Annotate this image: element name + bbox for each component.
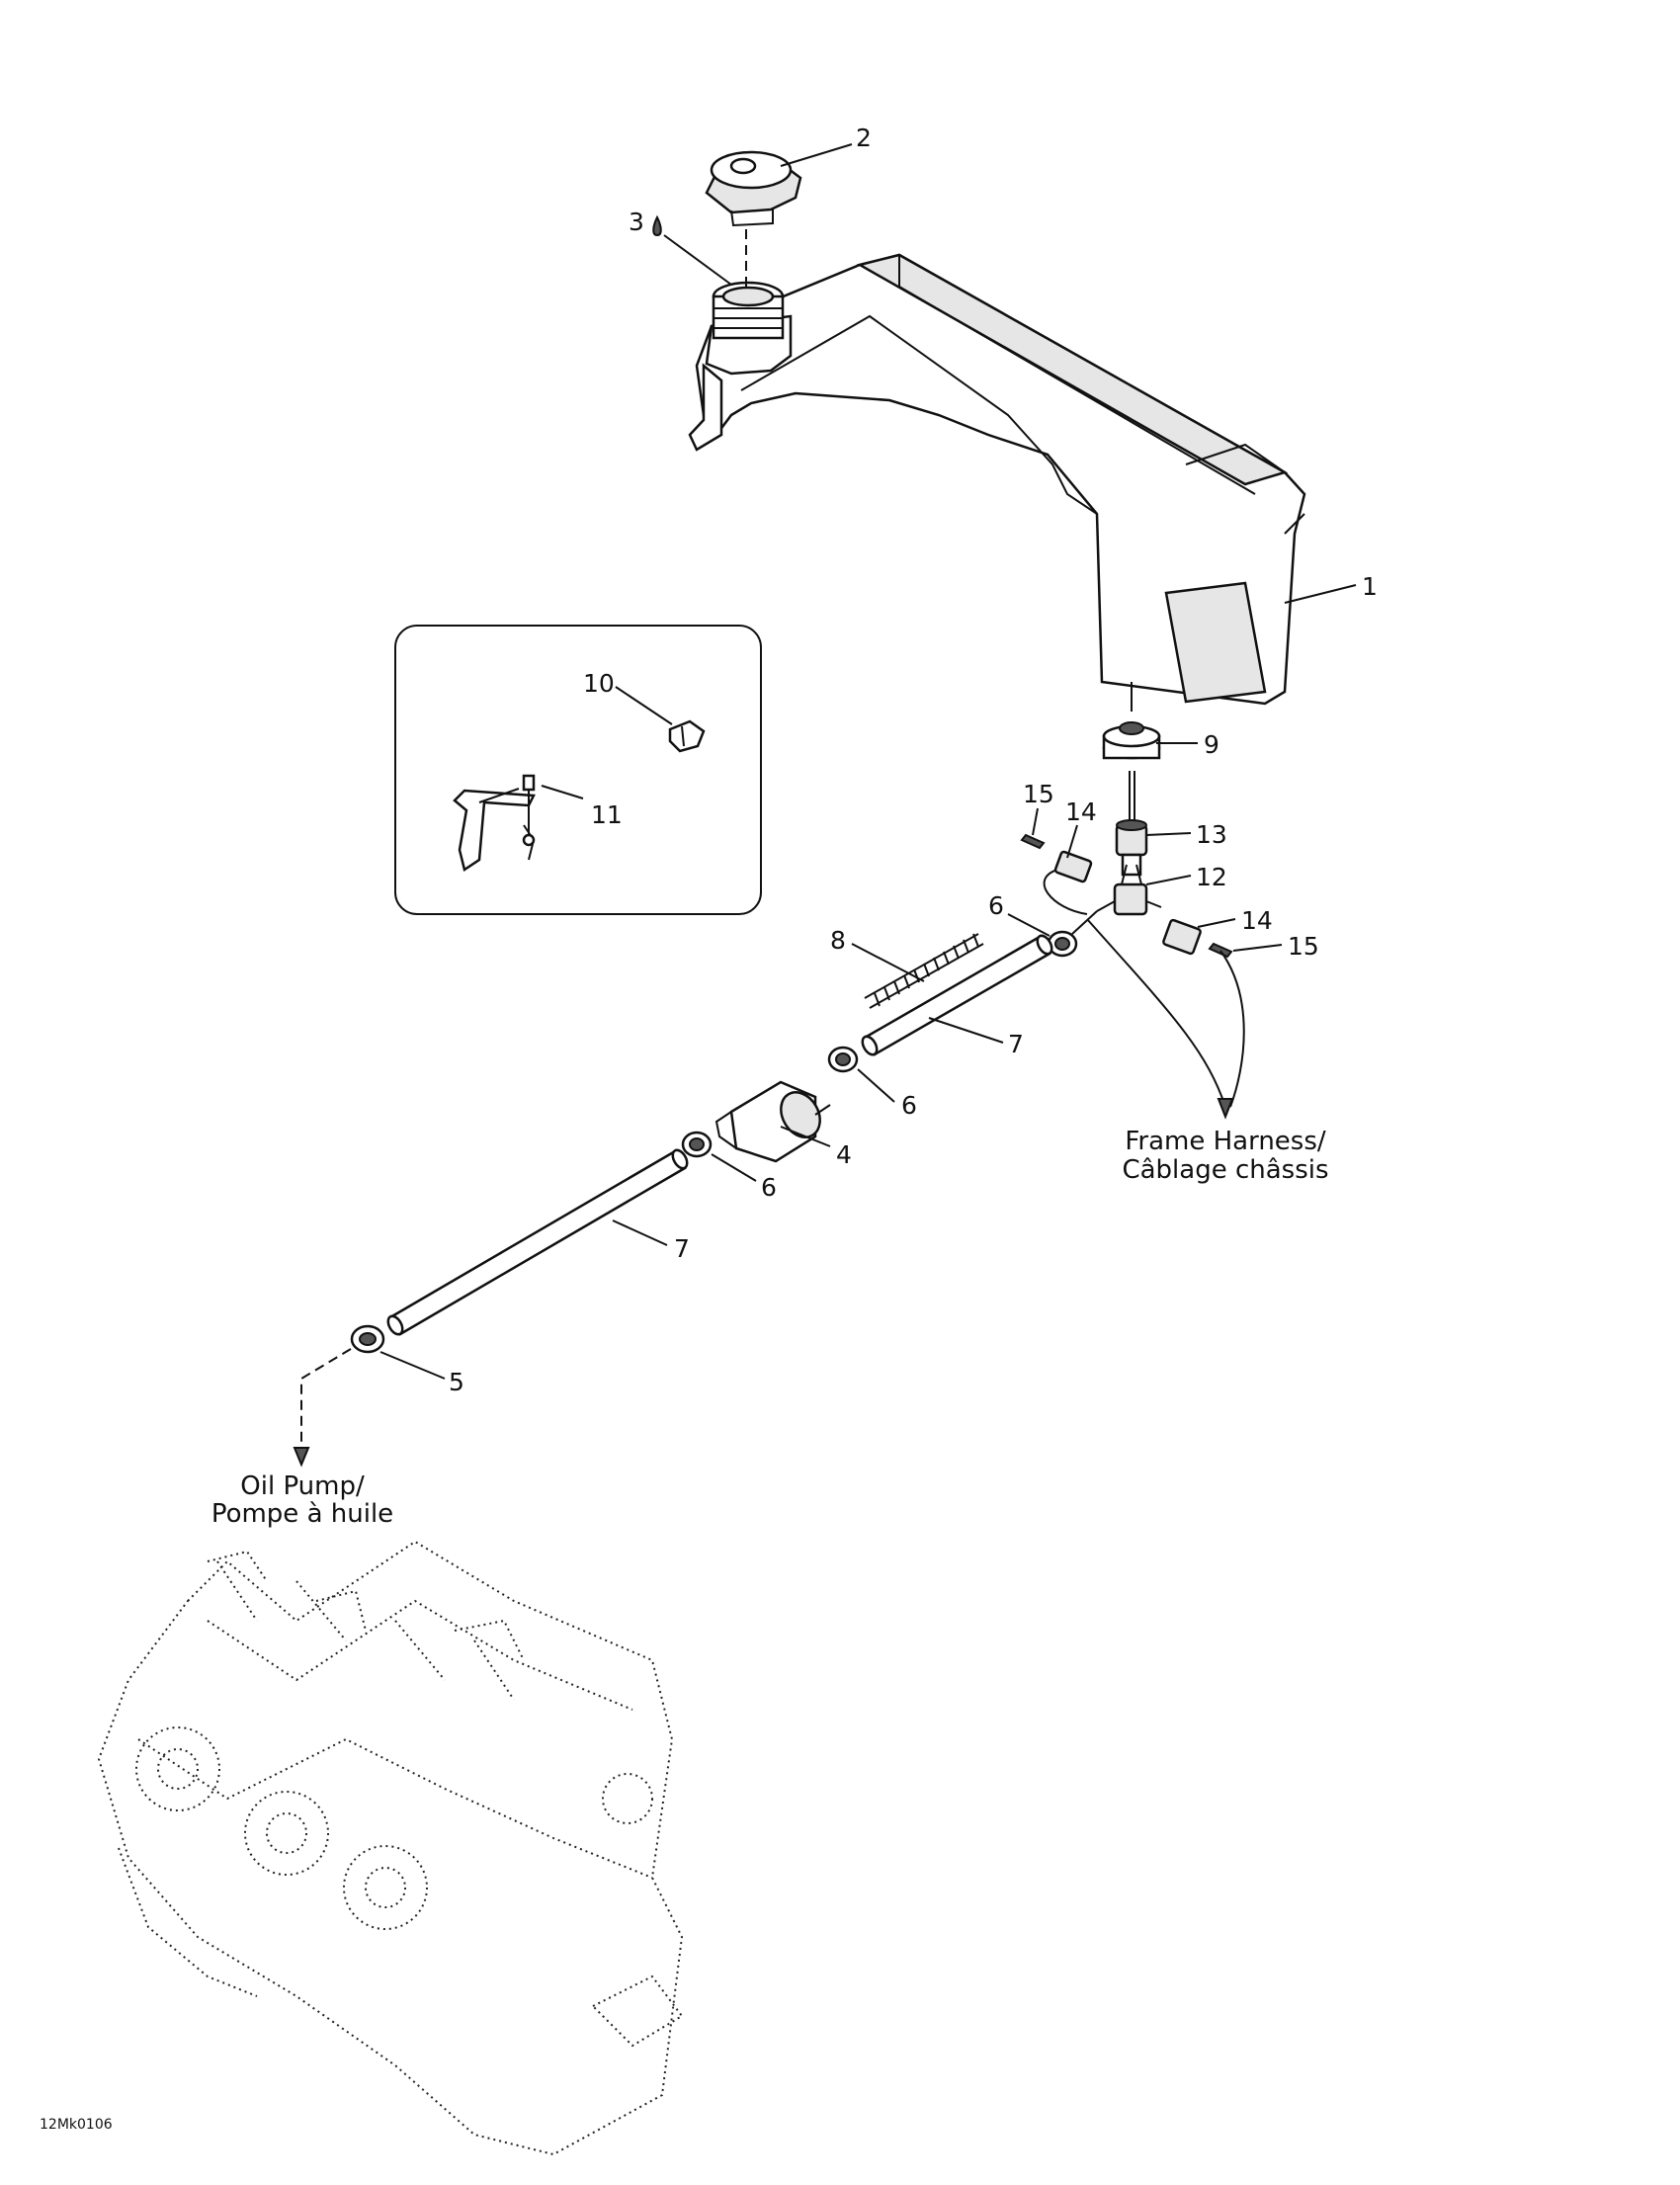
clamp-lower — [681, 1131, 713, 1158]
callout-11: 11 — [591, 800, 623, 829]
oil-pump-line-2: Pompe à huile — [211, 1499, 393, 1529]
callout-14-right: 14 — [1241, 906, 1273, 935]
clamp-upper — [1047, 930, 1078, 958]
tee-outlet — [1071, 910, 1098, 935]
hose-upper — [861, 934, 1053, 1056]
callout-labels: 1 2 3 4 5 6 6 6 7 7 8 9 10 11 12 13 14 1… — [449, 124, 1378, 1396]
terminal-right — [1208, 942, 1233, 959]
connector-right — [1162, 918, 1202, 956]
frame-harness-caption: Frame Harness/ Câblage châssis — [1122, 1127, 1328, 1185]
callout-15-left: 15 — [1023, 780, 1054, 808]
callout-13: 13 — [1196, 820, 1227, 849]
callout-5: 5 — [449, 1368, 464, 1396]
terminal-left — [1020, 833, 1046, 850]
oil-pump-line-1: Oil Pump/ — [240, 1471, 365, 1501]
clip-10 — [668, 719, 706, 753]
hose-lower — [386, 1148, 689, 1336]
inline-filter — [714, 1080, 831, 1163]
callout-1: 1 — [1362, 572, 1378, 601]
level-sensor — [1115, 819, 1148, 877]
outlet-grommet — [1102, 721, 1161, 760]
tee-fitting — [1096, 864, 1162, 916]
filler-cap — [705, 150, 802, 287]
callout-12: 12 — [1196, 863, 1227, 891]
callout-7-upper: 7 — [1008, 1030, 1024, 1058]
callout-14-left: 14 — [1065, 798, 1097, 826]
bracket-11 — [453, 774, 536, 873]
oil-tank — [688, 253, 1306, 712]
callout-4: 4 — [836, 1140, 852, 1169]
callout-6-middle: 6 — [901, 1091, 917, 1120]
callout-9: 9 — [1204, 730, 1219, 759]
callout-6-lower: 6 — [761, 1173, 777, 1202]
callout-6-upper: 6 — [988, 891, 1004, 920]
figure-id: 12Mk0106 — [40, 2117, 113, 2133]
callout-7-lower: 7 — [674, 1234, 690, 1263]
oil-pump-caption: Oil Pump/ Pompe à huile — [211, 1471, 393, 1529]
engine-outline — [97, 1540, 684, 2156]
oil-pump-arrow — [293, 1348, 352, 1468]
connector-left — [1053, 850, 1093, 883]
frame-harness-line-1: Frame Harness/ — [1125, 1127, 1326, 1156]
clamp-pump — [350, 1324, 385, 1354]
callout-10: 10 — [583, 669, 615, 698]
harness-leads — [1086, 918, 1245, 1120]
sensor-wire — [1043, 869, 1088, 915]
inset-panel — [394, 625, 762, 915]
callout-8: 8 — [830, 926, 846, 955]
frame-harness-line-2: Câblage châssis — [1122, 1155, 1328, 1185]
callout-3: 3 — [629, 208, 644, 236]
clamp-middle — [827, 1046, 859, 1073]
callout-15-right: 15 — [1288, 932, 1319, 961]
leader-lines — [379, 143, 1357, 1380]
callout-2: 2 — [856, 124, 872, 152]
gasket-drop-icon — [652, 214, 662, 237]
spring-guard — [864, 933, 984, 1009]
